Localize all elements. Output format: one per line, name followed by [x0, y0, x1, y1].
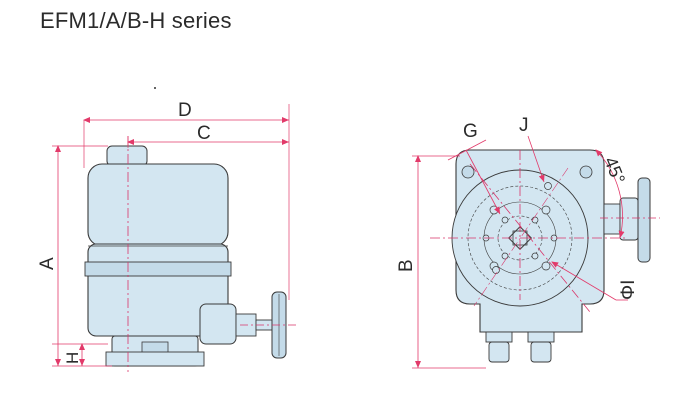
- top-cap: [106, 145, 148, 167]
- front-handwheel: [637, 177, 651, 263]
- front-view: B G J 45° ΦI: [396, 115, 660, 369]
- dim-label-c: C: [197, 123, 211, 144]
- dim-label-g: G: [463, 121, 478, 142]
- dim-label-a: A: [37, 257, 58, 270]
- dim-label-angle: 45°: [600, 154, 629, 187]
- dim-label-d: D: [178, 100, 192, 121]
- page-title: EFM1/A/B-H series: [40, 8, 232, 33]
- cable-glands: [485, 331, 555, 363]
- side-view: D C A H: [37, 100, 296, 372]
- dim-label-h: H: [63, 352, 82, 364]
- dim-label-b: B: [396, 259, 417, 272]
- dim-label-j: J: [519, 115, 529, 136]
- actuator-cover: [87, 163, 229, 247]
- gearbox: [199, 303, 237, 345]
- bolt-holes: [482, 182, 558, 274]
- dim-label-phi: ΦI: [618, 280, 639, 300]
